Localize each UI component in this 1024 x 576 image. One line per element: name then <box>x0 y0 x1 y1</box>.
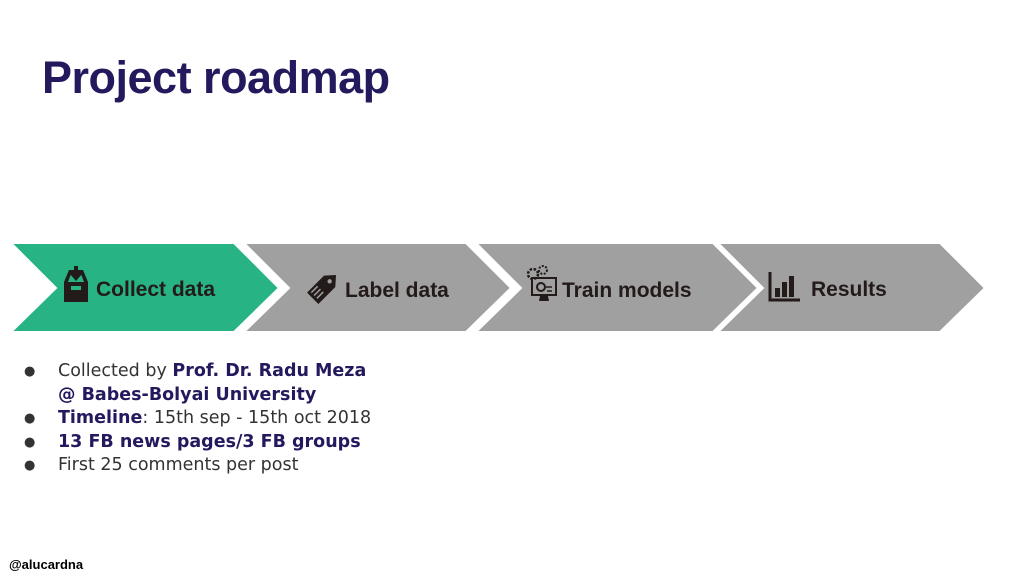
inbox-download-icon <box>64 266 88 302</box>
step-label-label: Label data <box>345 279 449 302</box>
list-item: 13 FB news pages/3 FB groups <box>22 431 371 455</box>
roadmap-step-collect[interactable]: Collect data <box>8 242 281 333</box>
step-label-collect: Collect data <box>96 278 215 301</box>
bar-chart-icon <box>768 272 800 302</box>
author-handle: @alucardna <box>9 557 84 572</box>
collector-name: Prof. Dr. Radu Meza <box>172 361 367 381</box>
list-item: @ Babes-Bolyai University <box>22 384 371 408</box>
step-label-train: Train models <box>562 279 692 302</box>
roadmap-step-label[interactable]: Label data <box>241 242 513 333</box>
roadmap-step-results[interactable]: Results <box>715 242 987 333</box>
list-item: First 25 comments per post <box>22 454 371 478</box>
roadmap-step-train[interactable]: Train models <box>473 242 760 333</box>
collector-affiliation: @ Babes-Bolyai University <box>58 384 317 405</box>
gears-monitor-icon <box>526 265 557 301</box>
details-list: Collected by Prof. Dr. Radu Meza @ Babes… <box>22 360 371 478</box>
list-item: Timeline: 15th sep - 15th oct 2018 <box>22 407 371 431</box>
page-title: Project roadmap <box>42 52 390 103</box>
list-item: Collected by Prof. Dr. Radu Meza <box>22 360 371 384</box>
tag-icon <box>307 274 337 304</box>
step-label-results: Results <box>811 278 887 301</box>
